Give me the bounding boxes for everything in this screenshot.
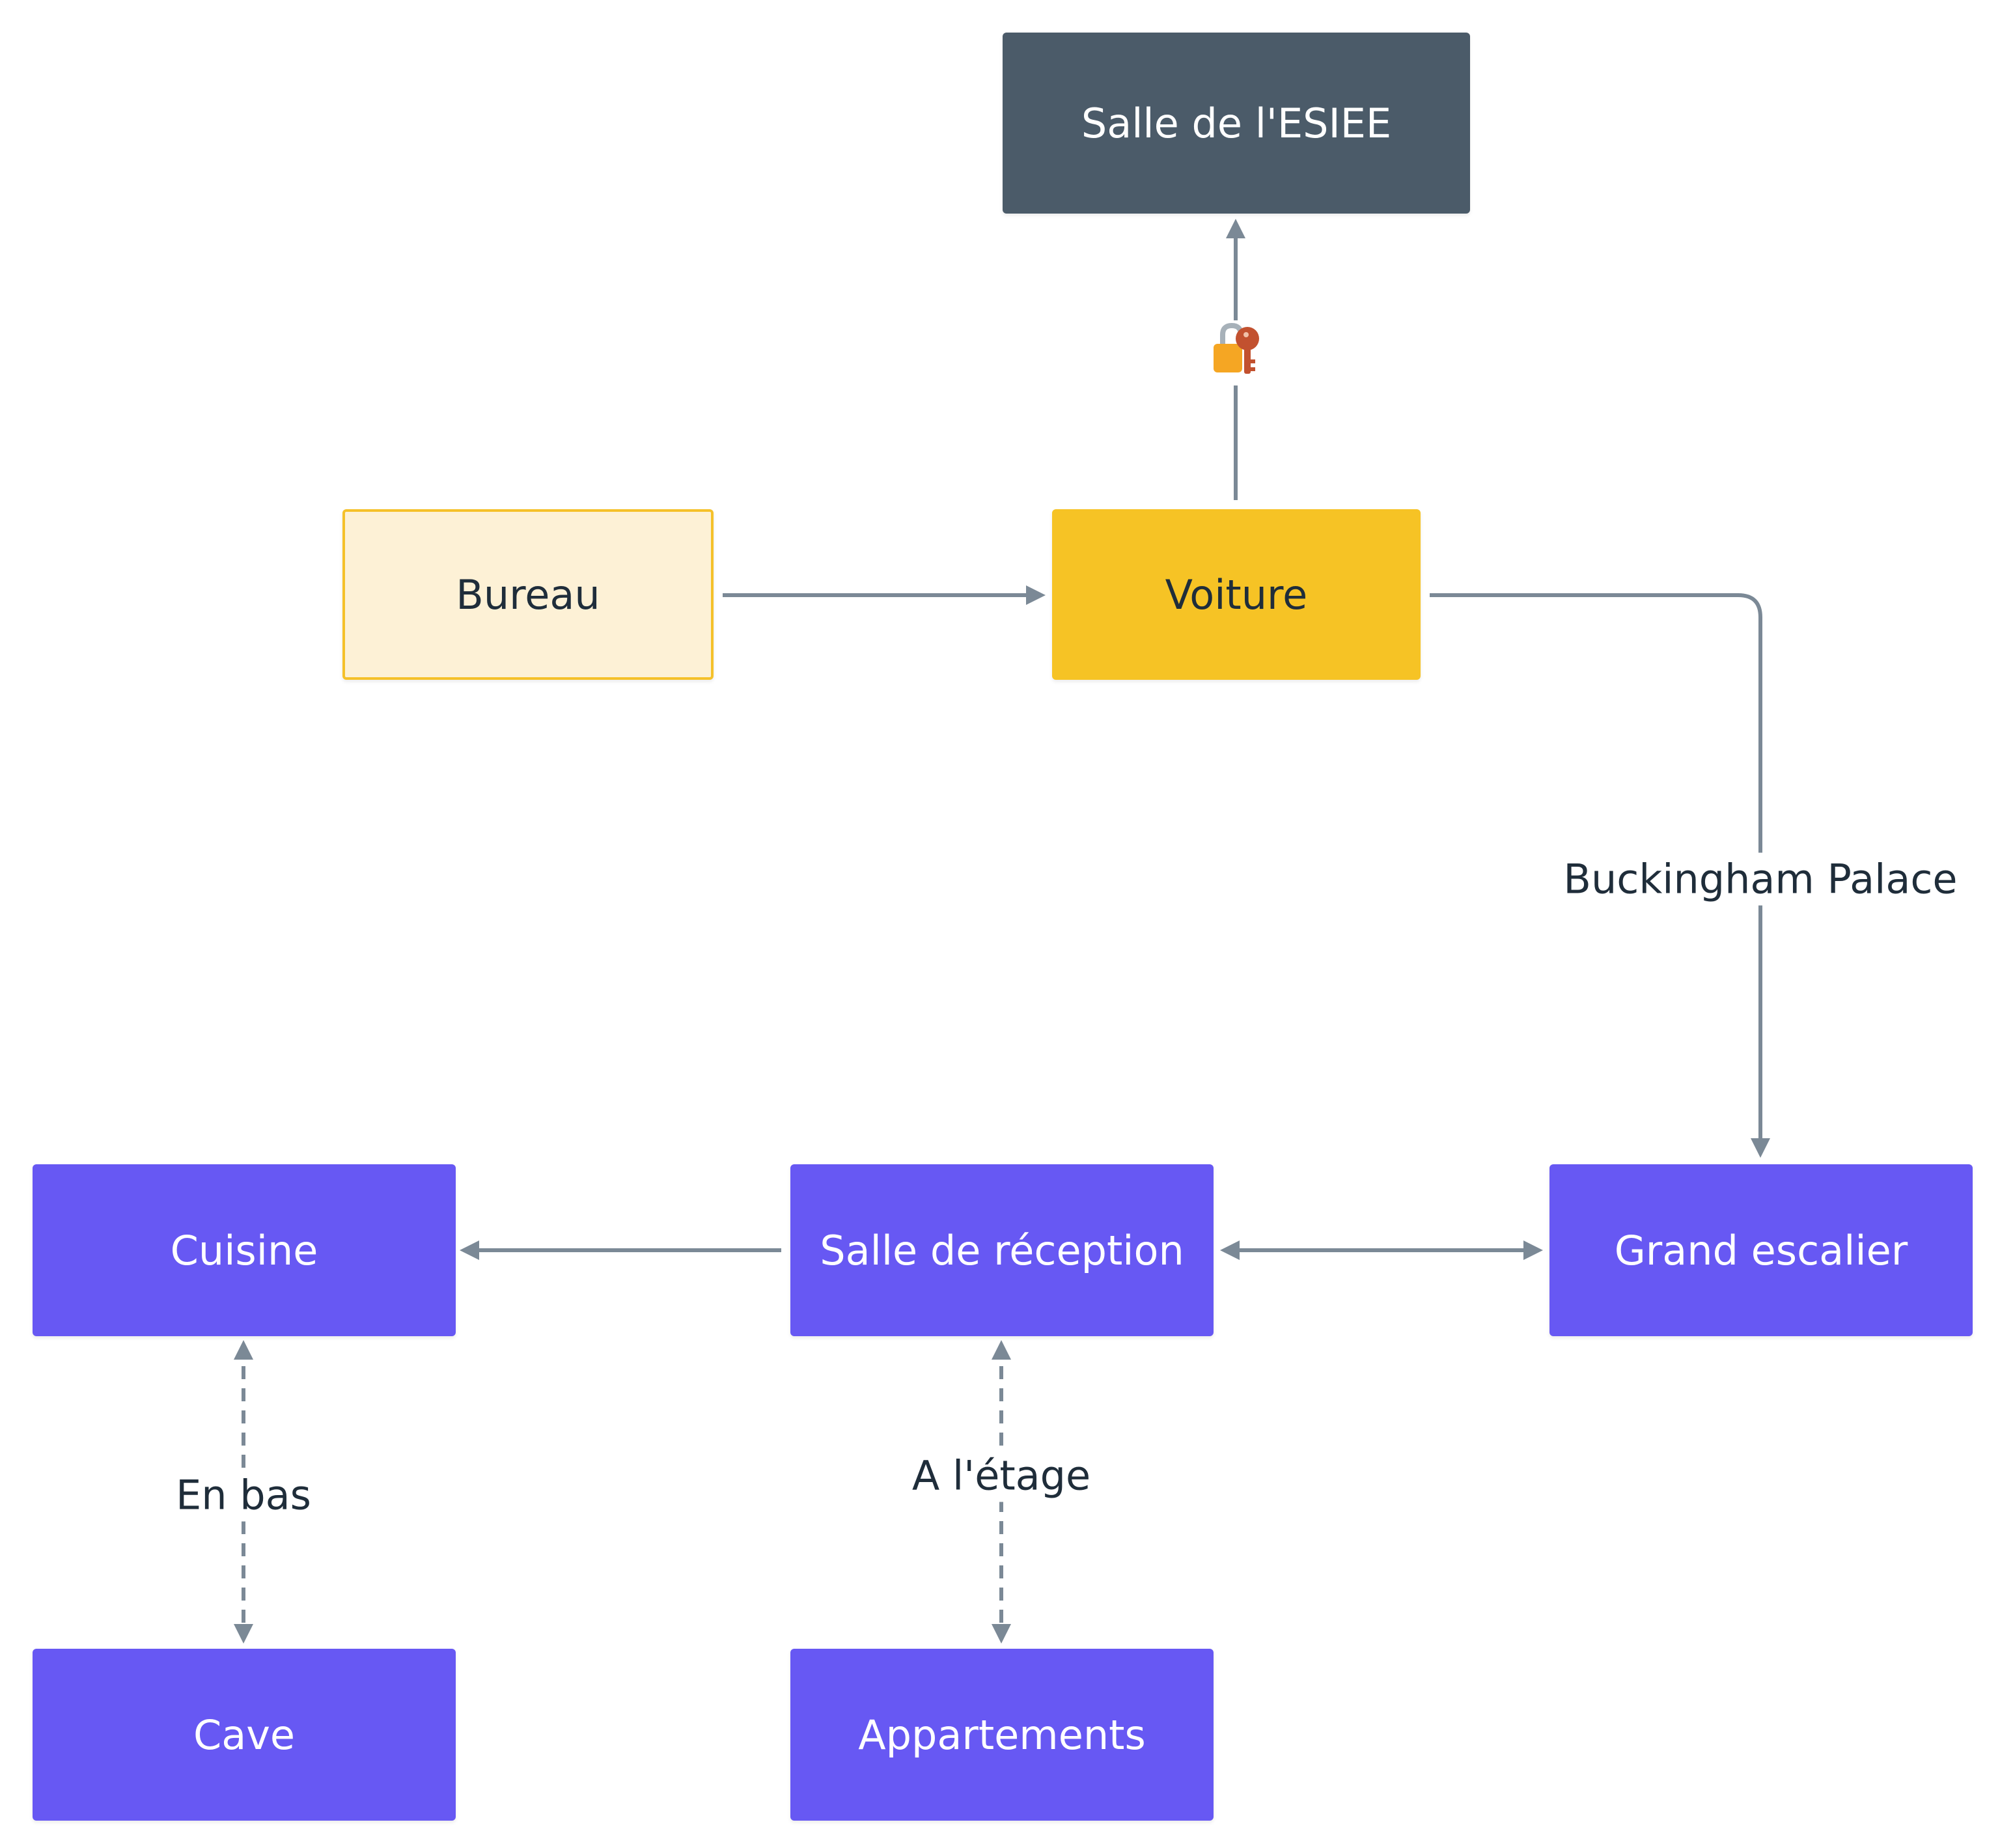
node-cave[interactable]: Cave [33, 1649, 456, 1821]
node-cave-label: Cave [193, 1711, 296, 1759]
node-salle-esiee-label: Salle de l'ESIEE [1081, 99, 1392, 147]
node-salle-reception[interactable]: Salle de réception [790, 1164, 1214, 1336]
node-appartements-label: Appartements [858, 1711, 1146, 1759]
node-appartements[interactable]: Appartements [790, 1649, 1214, 1821]
node-grand-escalier[interactable]: Grand escalier [1549, 1164, 1973, 1336]
lock-with-key-icon [1214, 322, 1259, 374]
edge-label-buckingham: Buckingham Palace [1555, 852, 1965, 906]
node-salle-esiee[interactable]: Salle de l'ESIEE [1003, 33, 1470, 214]
node-cuisine[interactable]: Cuisine [33, 1164, 456, 1336]
node-grand-escalier-label: Grand escalier [1614, 1226, 1908, 1274]
node-voiture[interactable]: Voiture [1052, 509, 1421, 680]
node-voiture-label: Voiture [1165, 570, 1308, 619]
edge-label-en-bas: En bas [168, 1468, 319, 1522]
node-bureau[interactable]: Bureau [342, 509, 714, 680]
node-cuisine-label: Cuisine [170, 1226, 318, 1274]
node-salle-reception-label: Salle de réception [820, 1226, 1184, 1274]
edge-voiture-grand-escalier [1430, 593, 1770, 1158]
edge-label-a-letage: A l'étage [904, 1449, 1099, 1502]
node-bureau-label: Bureau [456, 570, 600, 619]
